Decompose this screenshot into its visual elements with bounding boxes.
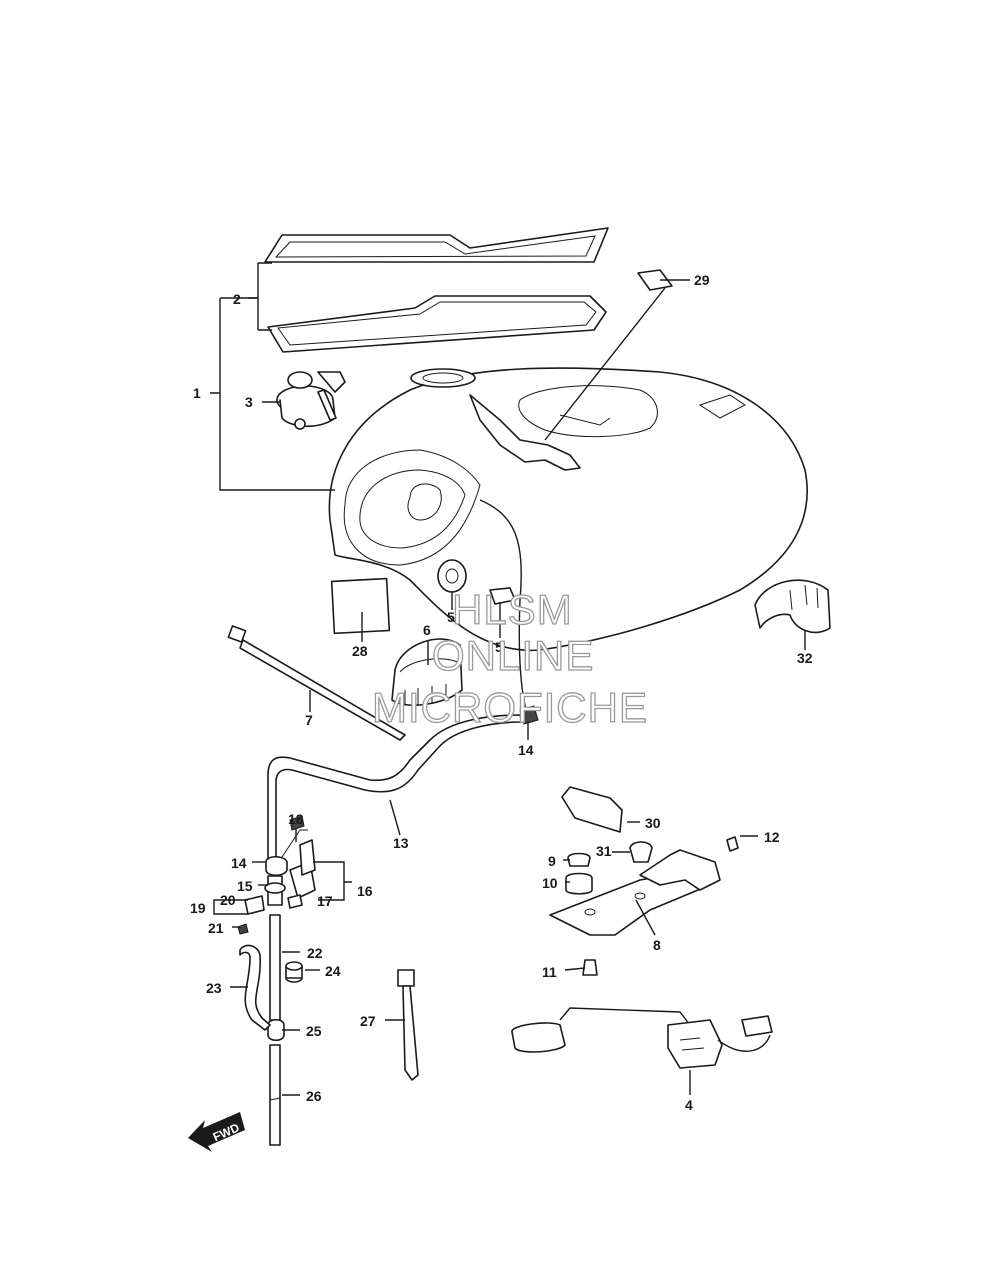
callout-13: 13 xyxy=(393,835,409,851)
callout-6: 6 xyxy=(423,622,431,638)
callout-3: 3 xyxy=(245,394,253,410)
part-27-cable-tie xyxy=(397,969,419,1081)
part-3-fuel-cap xyxy=(276,371,346,430)
callout-4: 4 xyxy=(685,1097,693,1113)
callout-19: 19 xyxy=(190,900,206,916)
callout-25: 25 xyxy=(306,1023,322,1039)
callout-30: 30 xyxy=(645,815,661,831)
callout-20: 20 xyxy=(220,892,236,908)
callout-24: 24 xyxy=(325,963,341,979)
fwd-arrow: FWD xyxy=(188,1112,245,1152)
callout-15: 15 xyxy=(237,878,253,894)
callout-12: 12 xyxy=(764,829,780,845)
part-5-grommet xyxy=(437,559,516,605)
callout-21: 21 xyxy=(208,920,224,936)
callout-22: 22 xyxy=(307,945,323,961)
callout-5a: 5 xyxy=(447,609,455,625)
callout-14a: 14 xyxy=(518,742,534,758)
callout-23: 23 xyxy=(206,980,222,996)
bracket-assembly xyxy=(549,786,739,976)
watermark-line-3: MICROFICHE xyxy=(372,684,648,731)
part-24-collar xyxy=(285,961,303,983)
callout-10: 10 xyxy=(542,875,558,891)
callout-27: 27 xyxy=(360,1013,376,1029)
part-7-cable-tie xyxy=(227,625,406,741)
watermark: HLSM ONLINE MICROFICHE xyxy=(371,585,648,731)
watermark-line-1: HLSM xyxy=(452,586,573,633)
callout-26: 26 xyxy=(306,1088,322,1104)
callout-7: 7 xyxy=(305,712,313,728)
callout-31: 31 xyxy=(596,843,612,859)
part-6-damper xyxy=(391,638,463,706)
callout-18: 18 xyxy=(288,811,304,827)
part-13-hose xyxy=(267,705,539,873)
part-32-damper xyxy=(754,579,831,634)
callout-8: 8 xyxy=(653,937,661,953)
leader-lines xyxy=(210,262,806,1096)
callout-11: 11 xyxy=(542,964,557,980)
callout-17: 17 xyxy=(317,893,333,909)
callout-32: 32 xyxy=(797,650,813,666)
part-29-label xyxy=(637,269,673,291)
callout-29: 29 xyxy=(694,272,710,288)
callout-28: 28 xyxy=(352,643,368,659)
callout-14b: 14 xyxy=(231,855,247,871)
callout-1: 1 xyxy=(193,385,201,401)
part-23-bent-hose xyxy=(239,944,271,1031)
callout-labels: 1 2 3 4 5 5 6 7 8 9 10 11 12 13 14 14 15… xyxy=(190,272,813,1113)
part-4-fuel-sensor xyxy=(511,1007,773,1069)
part-28-pad xyxy=(330,577,391,635)
callout-2: 2 xyxy=(233,291,241,307)
callout-5b: 5 xyxy=(495,639,503,655)
fuel-cock-assembly xyxy=(237,815,316,935)
callout-16: 16 xyxy=(357,883,373,899)
parts-22-26-vent-hoses xyxy=(267,914,285,1146)
watermark-line-2: ONLINE xyxy=(432,632,594,679)
callout-9: 9 xyxy=(548,853,556,869)
part-2-emblems xyxy=(264,227,609,353)
